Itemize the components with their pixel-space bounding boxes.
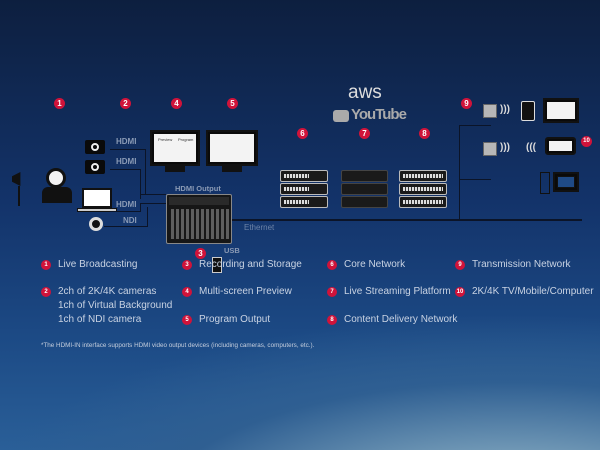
webcam-icon	[89, 217, 103, 231]
legend-text: 1ch of NDI camera	[58, 314, 142, 325]
wifi-icon: )))	[500, 142, 510, 153]
legend-badge: 6	[327, 260, 337, 270]
streaming-platform-server	[341, 170, 388, 182]
hdmi-label: HDMI	[116, 157, 137, 166]
light-icon	[12, 172, 21, 186]
legend-badge: 1	[41, 260, 51, 270]
video-switcher-icon	[166, 194, 232, 244]
hdmi-output-label: HDMI Output	[175, 184, 221, 193]
legend-text: Transmission Network	[472, 259, 571, 270]
legend-badge: 4	[182, 287, 192, 297]
hdmi-label: HDMI	[116, 137, 137, 146]
usb-label: USB	[224, 246, 240, 255]
footnote: *The HDMI-IN interface supports HDMI vid…	[41, 342, 315, 349]
legend-badge: 5	[182, 315, 192, 325]
badge-9: 9	[461, 98, 472, 109]
light-stand-icon	[18, 186, 20, 206]
aws-logo: aws	[348, 82, 382, 103]
wifi-icon: )))	[500, 104, 510, 115]
wifi-icon: (((	[526, 142, 536, 153]
broadcaster-body-icon	[42, 187, 72, 203]
legend-text: Content Delivery Network	[344, 314, 458, 325]
badge-7: 7	[359, 128, 370, 139]
preview-label: Preview	[158, 137, 173, 142]
legend-badge: 3	[182, 260, 192, 270]
mobile-icon	[545, 137, 576, 155]
legend-text: 2K/4K TV/Mobile/Computer	[472, 286, 594, 297]
ndi-label: NDI	[123, 216, 137, 225]
youtube-play-icon	[333, 110, 349, 122]
camera-icon	[85, 160, 105, 174]
legend-text: Live Streaming Platform	[344, 286, 451, 297]
hdmi-label: HDMI	[116, 200, 137, 209]
camera-icon	[85, 140, 105, 154]
legend-badge: 9	[455, 260, 465, 270]
usb-drive-icon	[212, 257, 222, 273]
settop-box-icon	[521, 101, 535, 121]
legend-text: Core Network	[344, 259, 406, 270]
badge-6: 6	[297, 128, 308, 139]
multiview-monitor: Preview Program	[150, 130, 200, 166]
cdn-server	[399, 170, 447, 182]
legend-badge: 10	[455, 287, 465, 297]
youtube-logo: YouTube	[351, 106, 407, 123]
broadcaster-icon	[46, 168, 66, 188]
badge-2: 2	[120, 98, 131, 109]
laptop-base-icon	[77, 208, 117, 212]
laptop-icon	[82, 188, 112, 208]
legend-text: Recording and Storage	[199, 259, 302, 270]
computer-tower-icon	[540, 172, 550, 194]
badge-4: 4	[171, 98, 182, 109]
computer-monitor-icon	[553, 172, 579, 192]
legend-text: 1ch of Virtual Background	[58, 300, 173, 311]
legend-text: Live Broadcasting	[58, 259, 138, 270]
ethernet-label: Ethernet	[244, 223, 275, 232]
legend-badge: 8	[327, 315, 337, 325]
badge-3: 3	[195, 248, 206, 259]
legend-badge: 7	[327, 287, 337, 297]
core-network-server	[280, 170, 328, 182]
legend-text: 2ch of 2K/4K cameras	[58, 286, 157, 297]
router-icon	[483, 142, 497, 156]
router-icon	[483, 104, 497, 118]
program-label: Program	[178, 137, 194, 142]
badge-5: 5	[227, 98, 238, 109]
legend-text: Multi-screen Preview	[199, 286, 292, 297]
legend-badge: 2	[41, 287, 51, 297]
tv-icon	[543, 98, 579, 123]
badge-8: 8	[419, 128, 430, 139]
badge-1: 1	[54, 98, 65, 109]
badge-10: 10	[581, 136, 592, 147]
legend-text: Program Output	[199, 314, 271, 325]
program-monitor	[206, 130, 258, 166]
